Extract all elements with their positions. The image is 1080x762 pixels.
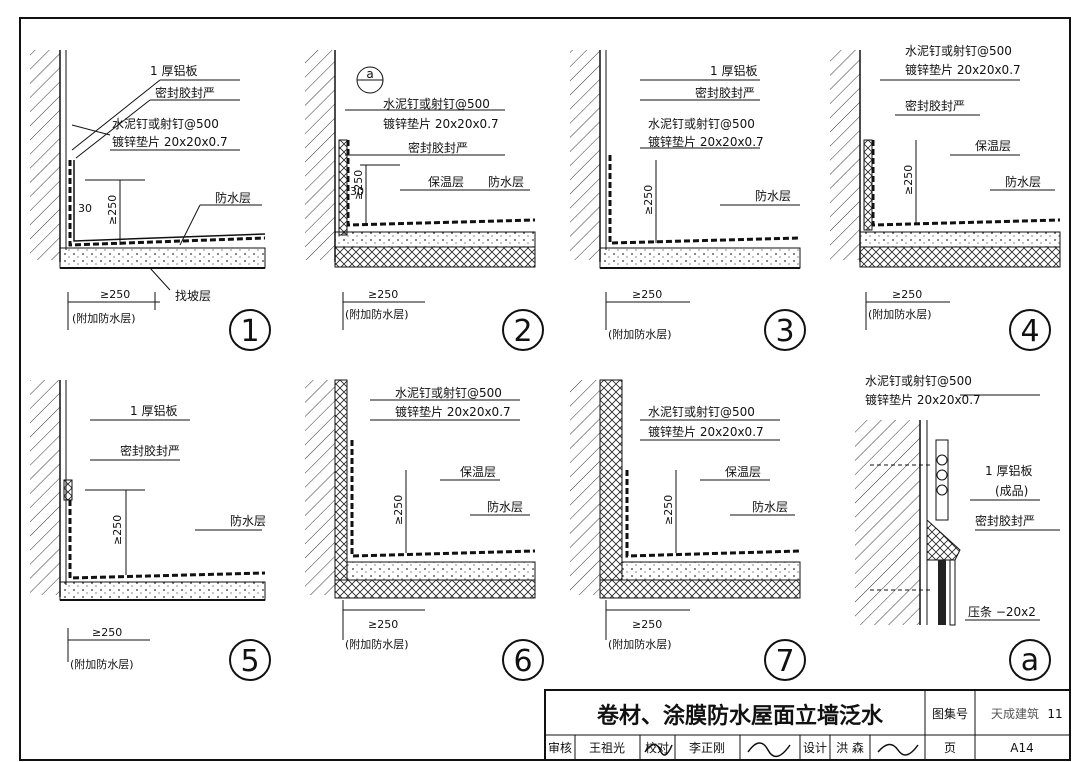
detail-number: 4 [1020,314,1039,349]
designer-name: 洪 森 [836,740,864,755]
label-waterproof-layer: 防水层 [230,513,266,528]
dim-vertical: ≥250 [106,195,119,225]
label-batten: 压条 −20x2 [968,605,1036,619]
watermark: 天成建筑 [991,706,1039,721]
label-sealant: 密封胶封严 [155,85,215,100]
label-insulation: 保温层 [975,139,1011,153]
dim-vertical: ≥250 [392,495,405,525]
label-waterproof-layer: 防水层 [488,174,524,189]
title-block: 卷材、涂膜防水屋面立墙泛水 图集号 11 天成建筑 审核 王祖光 校对 李正刚 … [544,689,1071,761]
checker-name: 李正刚 [689,740,725,755]
dim-vertical: ≥250 [662,495,675,525]
detail-number: a [1021,643,1039,678]
detail-6: 水泥钉或射钉@500 镀锌垫片 20x20x0.7 保温层 防水层 ≥250 ≥… [305,379,544,681]
dim-horizontal-note: (附加防水层) [345,637,409,651]
dim-corner: 30 [78,202,92,215]
checker-signature [747,742,791,758]
drawing-title: 卷材、涂膜防水屋面立墙泛水 [596,703,884,729]
atlas-label: 图集号 [932,706,968,721]
reviewer-name: 王祖光 [589,740,625,755]
dim-vertical: ≥250 [352,170,365,200]
label-nail: 水泥钉或射钉@500 [648,116,755,131]
detail-1: 1 厚铝板 密封胶封严 水泥钉或射钉@500 镀锌垫片 20x20x0.7 防水… [30,50,271,351]
label-sealant: 密封胶封严 [975,513,1035,528]
label-waterproof-layer: 防水层 [752,499,788,514]
detail-3: 1 厚铝板 密封胶封严 水泥钉或射钉@500 镀锌垫片 20x20x0.7 防水… [570,50,806,351]
label-aluminum-plate: 1 厚铝板 [150,63,197,78]
page-label: 页 [944,741,956,755]
page-number: A14 [1010,741,1033,755]
label-finished-product: (成品) [995,484,1028,498]
label-waterproof-layer: 防水层 [1005,174,1041,189]
label-washer: 镀锌垫片 20x20x0.7 [648,424,764,439]
label-insulation: 保温层 [460,465,496,479]
label-washer: 镀锌垫片 20x20x0.7 [865,392,981,407]
label-washer: 镀锌垫片 20x20x0.7 [905,62,1021,77]
label-washer: 镀锌垫片 20x20x0.7 [395,404,511,419]
dim-horizontal-note: (附加防水层) [868,307,932,321]
label-sealant: 密封胶封严 [695,85,755,100]
dim-horizontal: ≥250 [100,288,130,301]
detail-a: 水泥钉或射钉@500 镀锌垫片 20x20x0.7 1 厚铝板 (成品) 密封胶… [855,373,1060,681]
label-aluminum-plate: 1 厚铝板 [130,403,177,418]
label-nail: 水泥钉或射钉@500 [905,43,1012,58]
designer-signature [877,743,919,756]
dim-horizontal: ≥250 [892,288,922,301]
dim-horizontal-note: (附加防水层) [72,311,136,325]
dim-corner: 30 [350,185,364,198]
dim-vertical: ≥250 [902,165,915,195]
label-slope-layer: 找坡层 [175,289,211,303]
label-insulation: 保温层 [725,465,761,479]
detail-number: 6 [513,644,532,679]
label-nail: 水泥钉或射钉@500 [395,385,502,400]
dim-horizontal-note: (附加防水层) [70,657,134,671]
dim-horizontal: ≥250 [92,626,122,639]
reviewer-signature [644,743,673,756]
detail-5: 1 厚铝板 密封胶封严 防水层 ≥250 ≥250 (附加防水层) 5 [30,380,271,681]
atlas-number: 11 [1047,707,1062,721]
dim-horizontal-note: (附加防水层) [345,307,409,321]
label-nail: 水泥钉或射钉@500 [865,373,972,388]
label-washer: 镀锌垫片 20x20x0.7 [112,134,228,149]
detail-4: 水泥钉或射钉@500 镀锌垫片 20x20x0.7 密封胶封严 保温层 防水层 … [830,43,1061,351]
check-label: 校对 [645,740,669,755]
label-washer: 镀锌垫片 20x20x0.7 [648,134,764,149]
detail-2: a 水泥钉或射钉@500 镀锌垫片 20x20x0.7 密封胶封严 保温层 防水… [305,50,544,351]
detail-7: 水泥钉或射钉@500 镀锌垫片 20x20x0.7 保温层 防水层 ≥250 ≥… [570,379,806,681]
label-aluminum-plate: 1 厚铝板 [710,63,757,78]
ref-mark: a [366,67,373,81]
label-waterproof-layer: 防水层 [755,188,791,203]
review-label: 审核 [548,740,572,755]
dim-vertical: ≥250 [111,515,124,545]
dim-horizontal-note: (附加防水层) [608,637,672,651]
detail-number: 2 [513,314,532,349]
label-nail: 水泥钉或射钉@500 [383,96,490,111]
detail-number: 5 [240,644,259,679]
label-aluminum-plate: 1 厚铝板 [985,463,1032,478]
label-sealant: 密封胶封严 [120,443,180,458]
label-nail: 水泥钉或射钉@500 [648,404,755,419]
label-sealant: 密封胶封严 [905,98,965,113]
dim-horizontal: ≥250 [632,288,662,301]
detail-number: 1 [240,314,259,349]
dim-horizontal: ≥250 [632,618,662,631]
label-nail: 水泥钉或射钉@500 [112,116,219,131]
dim-horizontal: ≥250 [368,618,398,631]
detail-number: 7 [775,644,794,679]
design-label: 设计 [803,741,827,755]
label-waterproof-layer: 防水层 [487,499,523,514]
label-waterproof-layer: 防水层 [215,190,251,205]
dim-horizontal: ≥250 [368,288,398,301]
label-washer: 镀锌垫片 20x20x0.7 [383,116,499,131]
dim-horizontal-note: (附加防水层) [608,327,672,341]
dim-vertical: ≥250 [642,185,655,215]
label-sealant: 密封胶封严 [408,140,468,155]
label-insulation: 保温层 [428,175,464,189]
detail-number: 3 [775,314,794,349]
